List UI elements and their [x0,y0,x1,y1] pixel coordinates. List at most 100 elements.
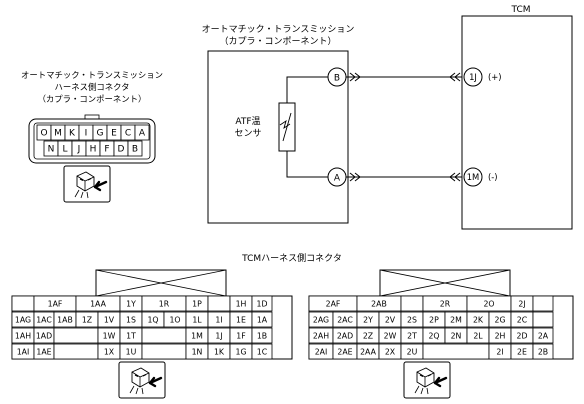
tcm1-pin-1f: 1F [236,331,246,340]
tcm2-pin-2h: 2H [495,331,506,340]
tcm1-pin-1af: 1AF [48,299,63,308]
tcm1-pin-1v: 1V [104,315,115,324]
tcm2-pin-2z: 2Z [363,331,373,340]
tcm2-pin-2ah: 2AH [313,331,329,340]
tcm1-pin-1b: 1B [257,331,267,340]
tcm1-pin-1r: 1R [159,299,170,308]
tcm1-pin-1d: 1D [257,299,268,308]
pin-1j-label: 1J [469,72,477,82]
harness-pin-a-cell [134,124,150,141]
tcm1-pin-1ag: 1AG [15,315,31,324]
tcm1-pin-1h: 1H [236,299,247,308]
tcm2-pin-2x: 2X [385,347,396,356]
tcm2-pin-2n: 2N [451,331,462,340]
harness-pin-o: O [40,129,47,139]
tcm1-pin-1a-cell [251,311,273,328]
tcm1-pin-1p: 1P [192,299,202,308]
harness-pin-n: N [48,145,55,155]
tcm2-pin-2af: 2AF [326,299,341,308]
tcm2-pin-2r: 2R [440,299,451,308]
harness-pin-d: D [118,145,125,155]
tcm1-pin-1o: 1O [169,315,180,324]
tcm1-pin-1m: 1M [191,331,203,340]
terminal-a-label: A [334,174,341,184]
thermistor-icon [278,102,296,152]
harness-pin-b-cell [127,140,143,157]
tcm2-pin-2ab: 2AB [371,299,387,308]
polarity-negative: (-) [488,172,498,182]
tcm2-pin-2m: 2M [450,315,462,324]
tcm2-pin-2e: 2E [517,347,527,356]
harness-pin-f: F [104,145,109,155]
tcm1-blank-cell [141,327,187,344]
tcm2-pin-2g: 2G [494,315,505,324]
tcm2-pin-2ac: 2AC [337,315,353,324]
tcm1-pin-1ab: 1AB [57,315,73,324]
tcm2-pin-2v: 2V [385,315,396,324]
internal-wire-b [286,76,328,103]
tcm-connector-title: TCMハーネス側コネクタ [241,252,342,264]
tcm1-pin-1q: 1Q [147,315,158,324]
tcm2-pin-2y: 2Y [363,315,373,324]
tcm1-pin-1j: 1J [215,331,222,340]
tcm1-pin-1y: 1Y [126,299,136,308]
tcm1-pin-1ai: 1AI [17,347,30,356]
tcm1-pin-1g: 1G [235,347,246,356]
tcm2-pin-2aa: 2AA [360,347,377,356]
pin-1m-circle [463,167,483,187]
harness-title-line3: （カプラ・コンポーネント） [38,94,147,104]
harness-pin-b: B [132,145,138,155]
component-title-line1: オートマチック・トランスミッション [202,24,355,35]
tcm2-pin-2ad: 2AD [337,331,353,340]
tcm-connector-1-view-icon [117,360,167,400]
terminal-b-label: B [334,74,340,84]
tcm2-pin-2ae: 2AE [337,347,352,356]
tcm-box [461,15,573,230]
tcm1-blank-cell [207,295,231,312]
tcm2-pin-2a: 2A [538,331,549,340]
tcm1-pin-1b-cell [251,327,273,344]
tcm1-pin-1c-cell [251,343,273,360]
component-title-line2: （カプラ・コンポーネント） [219,36,336,47]
tcm1-pin-1x: 1X [104,347,115,356]
tcm1-pin-1ah: 1AH [15,331,31,340]
tcm2-pin-2ai: 2AI [315,347,328,356]
harness-pin-j: J [77,145,81,155]
harness-pin-c: C [125,129,131,139]
tcm1-pin-1l: 1L [192,315,202,324]
harness-title-line2: ハーネス側コネクタ [54,82,129,92]
tcm2-pin-2i: 2I [496,347,503,356]
tcm1-pin-1aa: 1AA [90,299,107,308]
polarity-positive: (+) [488,72,502,82]
tcm1-pin-1k: 1K [214,347,225,356]
tcm1-pin-1a: 1A [257,315,268,324]
harness-pin-m: M [54,129,62,139]
harness-pin-a: A [139,129,146,139]
harness-pin-k: K [69,129,76,139]
tcm2-pin-2o: 2O [483,299,494,308]
tcm1-pin-1e: 1E [236,315,246,324]
tcm-title: TCM [510,5,530,15]
tcm1-pin-1n: 1N [192,347,203,356]
pin-1j-circle [463,67,483,87]
tcm2-pin-2w: 2W [384,331,397,340]
tcm2-pin-2q: 2Q [428,331,439,340]
harness-pin-e: E [111,129,117,139]
tcm2-pin-2j: 2J [518,299,525,308]
tcm1-pin-1s: 1S [126,315,136,324]
harness-pin-l: L [62,145,67,155]
tcm2-pin-2k: 2K [473,315,484,324]
tcm1-blank-cell [11,295,35,312]
tcm2-blank-cell [532,311,554,328]
tcm2-blank-cell [532,295,554,312]
tcm1-pin-1ae: 1AE [36,347,51,356]
tcm2-pin-2ag: 2AG [313,315,329,324]
tcm2-pin-2c: 2C [517,315,528,324]
tcm2-pin-2l: 2L [473,331,483,340]
tcm1-pin-1u: 1U [126,347,137,356]
harness-pin-h: H [90,145,97,155]
tcm2-pin-2a-cell [532,327,554,344]
harness-connector-view-icon [62,164,112,204]
